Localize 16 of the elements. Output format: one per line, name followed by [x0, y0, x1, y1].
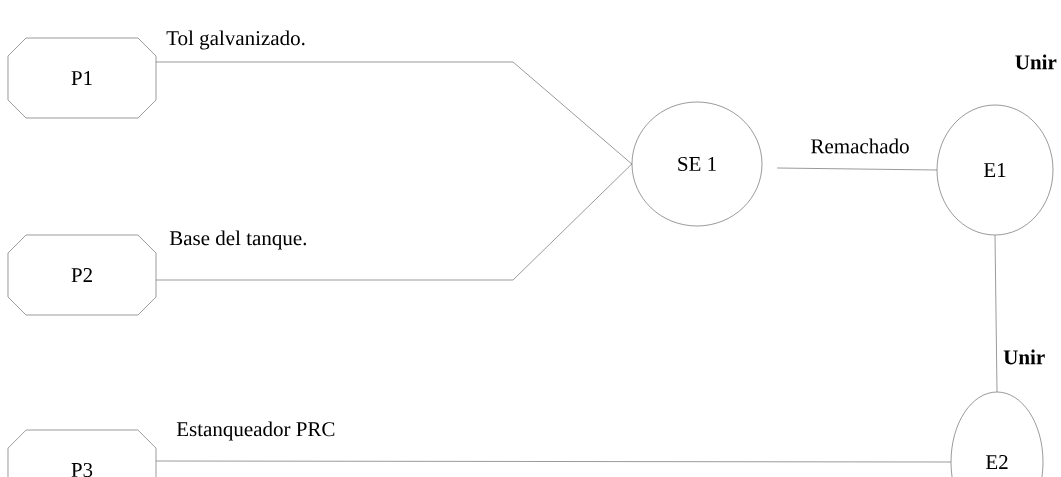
edge-label: Estanqueador PRC — [175, 420, 337, 442]
connector-line — [156, 163, 632, 281]
ellipse-node: E1 — [936, 104, 1054, 236]
octagon-node: P1 — [7, 37, 157, 119]
operation-label: Unir — [1003, 349, 1045, 365]
edge-label: Remachado — [809, 137, 911, 155]
connector-line — [777, 167, 937, 171]
ellipse-node: SE 1 — [631, 101, 763, 227]
octagon-node: P2 — [7, 234, 157, 316]
connector-line — [994, 235, 998, 392]
connector-line — [156, 61, 632, 165]
connector-line — [156, 460, 951, 463]
edge-label: Base del tanque. — [168, 229, 309, 251]
edge-label: Tol galvanizado. — [165, 29, 307, 51]
octagon-node: P3 — [7, 429, 157, 477]
operation-label: Unir — [1015, 54, 1057, 70]
